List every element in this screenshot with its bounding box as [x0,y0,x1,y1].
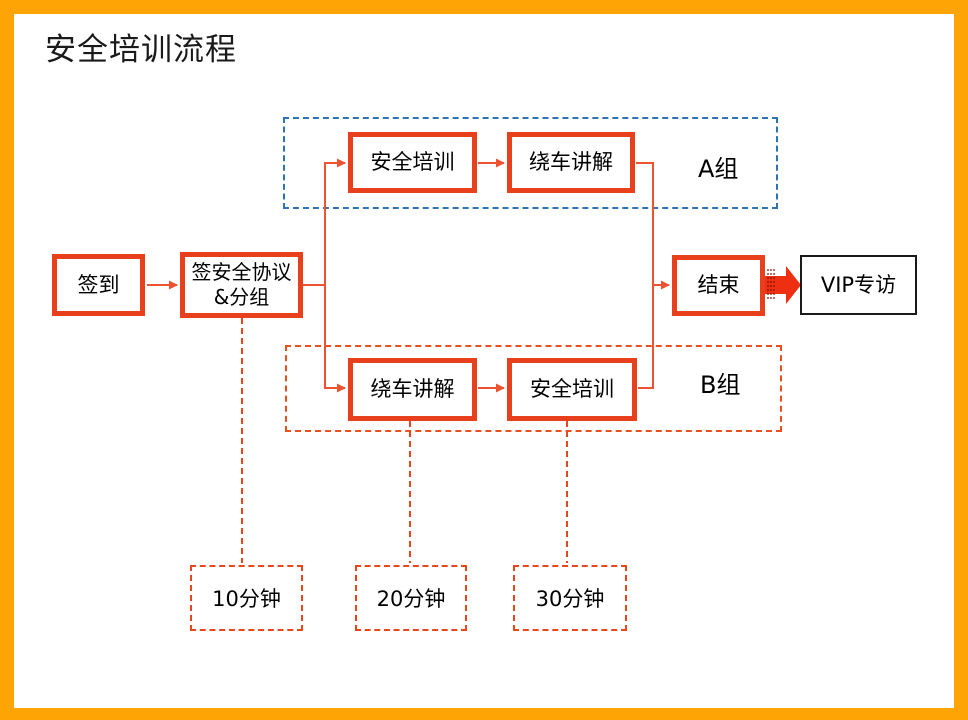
connector-group-b-to-merge [638,285,654,389]
group-a-step1-box: 安全培训 [348,132,477,193]
group-a-step1-label: 安全培训 [370,150,455,175]
vip-label: VIP专访 [820,272,897,297]
group-b-step2-label: 安全培训 [530,377,614,402]
duration-20min-label: 20分钟 [376,587,446,611]
arrow-branch-to-group-b [324,285,346,393]
group-b-label: B组 [700,371,741,399]
group-a-label: A组 [698,155,739,183]
connector-group-a-to-merge [636,162,654,285]
block-arrow-texture [767,269,775,301]
group-b-container: B组 [285,345,782,432]
page-title: 安全培训流程 [45,32,237,68]
agreement-box: 签安全协议 &分组 [180,252,303,318]
end-label: 结束 [697,273,740,298]
group-b-step1-box: 绕车讲解 [348,358,477,421]
end-box: 结束 [672,255,765,316]
sign-in-label: 签到 [77,272,120,297]
duration-box-30min: 30分钟 [513,565,627,631]
arrow-branch-to-group-a [324,158,346,285]
agreement-line1: 签安全协议 [191,260,292,284]
group-a-step2-box: 绕车讲解 [507,132,635,193]
group-b-step2-box: 安全培训 [507,358,637,421]
duration-30min-label: 30分钟 [535,587,605,611]
duration-10min-label: 10分钟 [212,587,281,611]
group-b-step1-label: 绕车讲解 [370,377,455,402]
vip-box: VIP专访 [800,255,917,315]
group-a-container: A组 [283,117,778,209]
duration-box-10min: 10分钟 [190,565,303,631]
end-to-vip-block-arrow [765,266,801,304]
sign-in-box: 签到 [52,254,145,316]
agreement-line2: &分组 [213,285,270,309]
duration-box-20min: 20分钟 [355,565,467,631]
group-a-step2-label: 绕车讲解 [529,150,613,175]
